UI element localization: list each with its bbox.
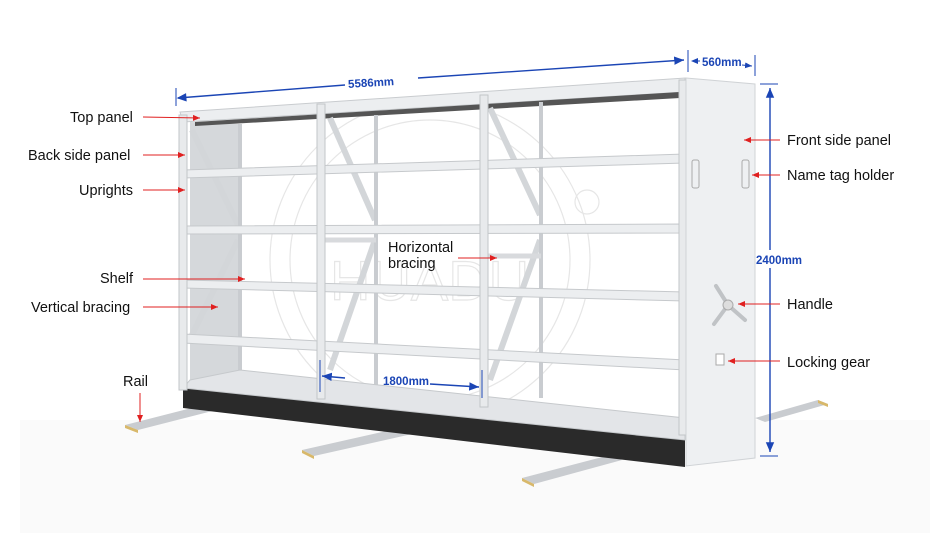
label-shelf: Shelf xyxy=(100,271,134,287)
label-horizontal-bracing-2: bracing xyxy=(388,256,436,272)
callout-uprights: Uprights xyxy=(79,183,185,199)
callout-locking-gear: Locking gear xyxy=(728,355,870,371)
callout-front-side-panel: Front side panel xyxy=(744,133,891,149)
uprights xyxy=(178,79,688,436)
bay-width-dimension: 1800mm xyxy=(383,376,429,388)
callout-handle: Handle xyxy=(738,297,833,313)
name-tag-holder xyxy=(691,159,700,189)
label-name-tag-holder: Name tag holder xyxy=(787,168,894,184)
label-vertical-bracing: Vertical bracing xyxy=(31,300,130,316)
label-front-side-panel: Front side panel xyxy=(787,133,891,149)
callout-rail: Rail xyxy=(123,374,148,422)
height-dimension: 2400mm xyxy=(756,255,802,267)
base-frame xyxy=(183,388,685,467)
callout-shelf: Shelf xyxy=(100,271,245,287)
callout-vertical-bracing: Vertical bracing xyxy=(31,300,218,316)
depth-dimension: 560mm xyxy=(702,57,742,69)
length-dimension: 5586mm xyxy=(348,76,395,91)
rails xyxy=(125,400,828,487)
label-rail: Rail xyxy=(123,374,148,390)
label-uprights: Uprights xyxy=(79,183,133,199)
label-locking-gear: Locking gear xyxy=(787,355,870,371)
top-panel-underside xyxy=(195,92,680,126)
locking-gear xyxy=(715,353,725,366)
callout-back-side-panel: Back side panel xyxy=(28,148,185,164)
dimension-bay-width: 1800mm xyxy=(319,360,483,398)
callout-horizontal-bracing: Horizontal bracing xyxy=(388,240,497,272)
label-top-panel: Top panel xyxy=(70,110,133,126)
dimension-height: 2400mm xyxy=(756,83,802,457)
front-side-panel xyxy=(685,77,756,467)
callout-name-tag-holder: Name tag holder xyxy=(752,168,894,184)
label-handle: Handle xyxy=(787,297,833,313)
label-back-side-panel: Back side panel xyxy=(28,148,130,164)
handle xyxy=(712,284,747,326)
name-tag-holder-2 xyxy=(741,159,750,189)
dimension-length: 5586mm xyxy=(175,50,689,106)
dimension-depth: 560mm xyxy=(691,55,756,76)
label-horizontal-bracing-1: Horizontal xyxy=(388,240,453,256)
callout-top-panel: Top panel xyxy=(70,110,201,126)
